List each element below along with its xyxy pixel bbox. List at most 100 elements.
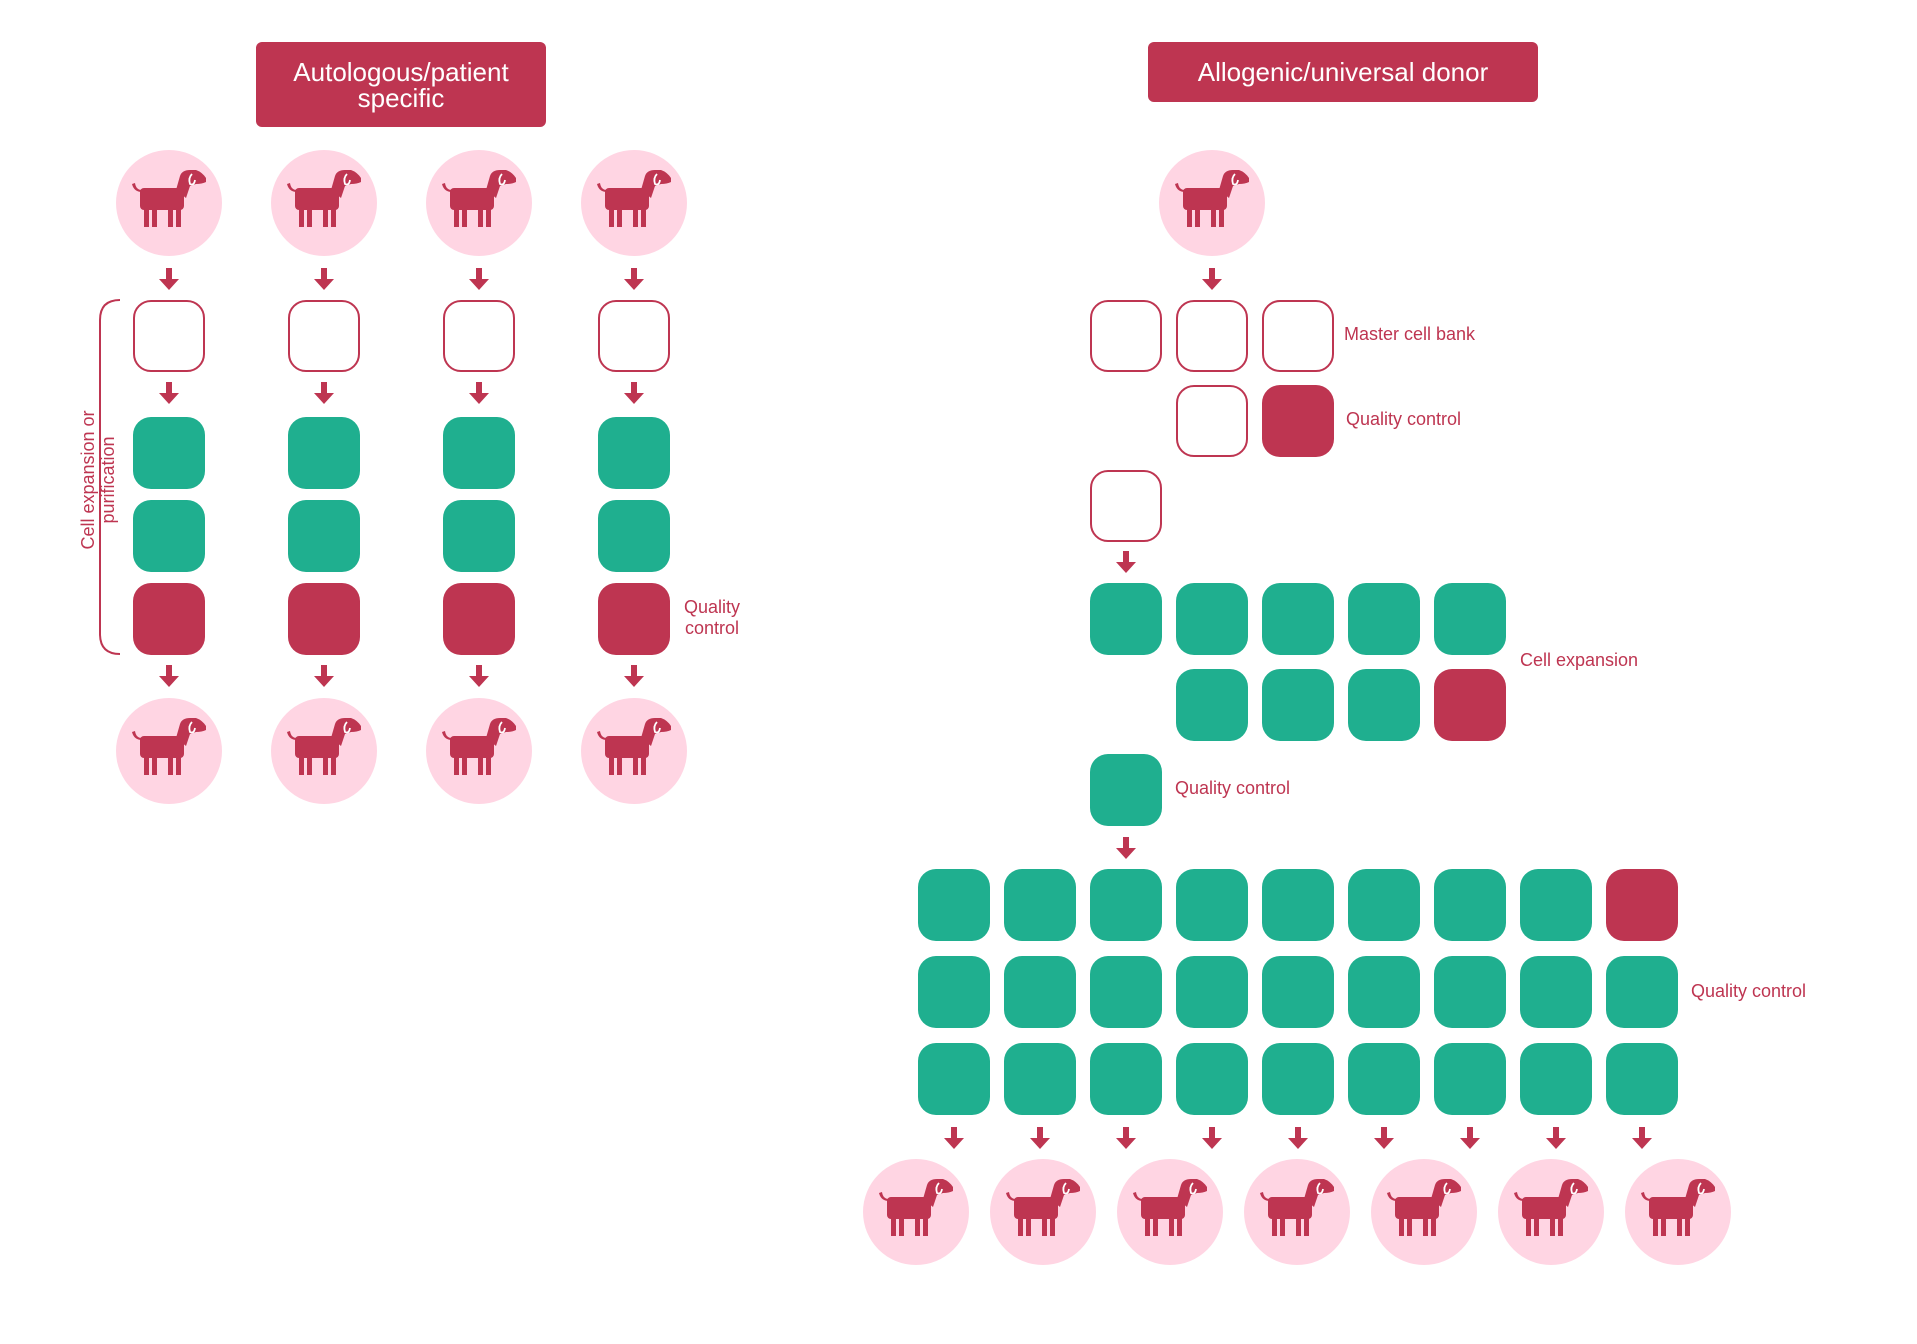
dog-icon xyxy=(1117,1159,1223,1265)
expanded-cell xyxy=(1348,1043,1420,1115)
dog-icon xyxy=(426,150,532,256)
expanded-cell xyxy=(1434,869,1506,941)
expanded-cell xyxy=(1090,869,1162,941)
autologous-bracket xyxy=(99,299,121,655)
arrow-down-icon xyxy=(624,382,644,404)
expanded-cell xyxy=(1004,956,1076,1028)
expanded-cell xyxy=(1520,956,1592,1028)
expanded-cell xyxy=(1262,956,1334,1028)
expanded-cell xyxy=(1348,583,1420,655)
arrow-down-icon xyxy=(1202,268,1222,290)
quality-control-cell xyxy=(1606,869,1678,941)
arrow-down-icon xyxy=(1116,1127,1136,1149)
empty-cell xyxy=(133,300,205,372)
quality-control-cell xyxy=(288,583,360,655)
expanded-cell xyxy=(918,956,990,1028)
expanded-cell xyxy=(1090,1043,1162,1115)
expanded-cell xyxy=(1176,669,1248,741)
expanded-cell xyxy=(918,1043,990,1115)
expanded-cell xyxy=(1520,1043,1592,1115)
quality-control-cell xyxy=(1434,669,1506,741)
arrow-down-icon xyxy=(624,665,644,687)
arrow-down-icon xyxy=(624,268,644,290)
dog-icon xyxy=(1625,1159,1731,1265)
empty-cell xyxy=(598,300,670,372)
quality-control-cell xyxy=(1262,385,1334,457)
empty-cell xyxy=(1176,385,1248,457)
master-cell-bank-label: Master cell bank xyxy=(1344,324,1476,344)
expanded-cell xyxy=(1520,869,1592,941)
expanded-cell xyxy=(1606,956,1678,1028)
expanded-cell xyxy=(1262,869,1334,941)
expanded-cell xyxy=(1004,1043,1076,1115)
dog-icon xyxy=(1371,1159,1477,1265)
arrow-down-icon xyxy=(1632,1127,1652,1149)
expanded-cell xyxy=(1348,869,1420,941)
empty-cell xyxy=(1176,300,1248,372)
dog-icon xyxy=(271,150,377,256)
dog-icon xyxy=(1498,1159,1604,1265)
dog-icon xyxy=(581,150,687,256)
arrow-down-icon xyxy=(1202,1127,1222,1149)
expanded-cell xyxy=(133,417,205,489)
expanded-cell xyxy=(443,417,515,489)
expanded-cell xyxy=(1434,956,1506,1028)
expanded-cell xyxy=(1176,956,1248,1028)
arrow-down-icon xyxy=(1374,1127,1394,1149)
allogenic-title: Allogenic/universal donor xyxy=(1197,57,1489,87)
expanded-cell xyxy=(1176,1043,1248,1115)
expanded-cell xyxy=(1176,583,1248,655)
expanded-cell xyxy=(1262,1043,1334,1115)
empty-cell xyxy=(1090,470,1162,542)
arrow-down-icon xyxy=(1546,1127,1566,1149)
expanded-cell xyxy=(288,417,360,489)
empty-cell xyxy=(443,300,515,372)
expanded-cell xyxy=(1262,669,1334,741)
arrow-down-icon xyxy=(159,268,179,290)
quality-control-cell xyxy=(133,583,205,655)
expanded-cell xyxy=(133,500,205,572)
quality-control-cell xyxy=(598,583,670,655)
expanded-cell xyxy=(1348,956,1420,1028)
autologous-header: Autologous/patient specific xyxy=(256,42,546,127)
dog-icon xyxy=(581,698,687,804)
arrow-down-icon xyxy=(469,268,489,290)
expanded-cell xyxy=(1348,669,1420,741)
expanded-cell xyxy=(918,869,990,941)
expanded-cell xyxy=(1606,1043,1678,1115)
allogenic-header: Allogenic/universal donor xyxy=(1148,42,1538,102)
empty-cell xyxy=(1090,300,1162,372)
empty-cell xyxy=(288,300,360,372)
arrow-down-icon xyxy=(314,665,334,687)
expanded-cell xyxy=(288,500,360,572)
cell-expansion-or-purification-label: Cell expansion or purification xyxy=(78,410,118,550)
expanded-cell xyxy=(1090,956,1162,1028)
arrow-down-icon xyxy=(1116,837,1136,859)
arrow-down-icon xyxy=(469,665,489,687)
autologous-title-line1: Autologous/patient xyxy=(293,56,509,87)
expanded-cell xyxy=(1176,869,1248,941)
dog-icon xyxy=(990,1159,1096,1265)
dog-icon xyxy=(116,150,222,256)
dog-icon xyxy=(116,698,222,804)
expanded-cell xyxy=(1090,583,1162,655)
arrow-down-icon xyxy=(1288,1127,1308,1149)
expanded-cell xyxy=(1090,754,1162,826)
dog-icon xyxy=(1244,1159,1350,1265)
arrow-down-icon xyxy=(469,382,489,404)
expanded-cell xyxy=(443,500,515,572)
arrow-down-icon xyxy=(314,268,334,290)
expanded-cell xyxy=(598,500,670,572)
dog-icon xyxy=(1159,150,1265,256)
cell-expansion-label: Cell expansion xyxy=(1520,650,1639,670)
arrow-down-icon xyxy=(1116,551,1136,573)
expanded-cell xyxy=(1434,583,1506,655)
dog-icon xyxy=(426,698,532,804)
quality-control-label: Quality control xyxy=(1691,981,1807,1001)
quality-control-label: Quality control xyxy=(1346,409,1462,429)
expanded-cell xyxy=(1004,869,1076,941)
dog-icon xyxy=(271,698,377,804)
expanded-cell xyxy=(1434,1043,1506,1115)
empty-cell xyxy=(1262,300,1334,372)
